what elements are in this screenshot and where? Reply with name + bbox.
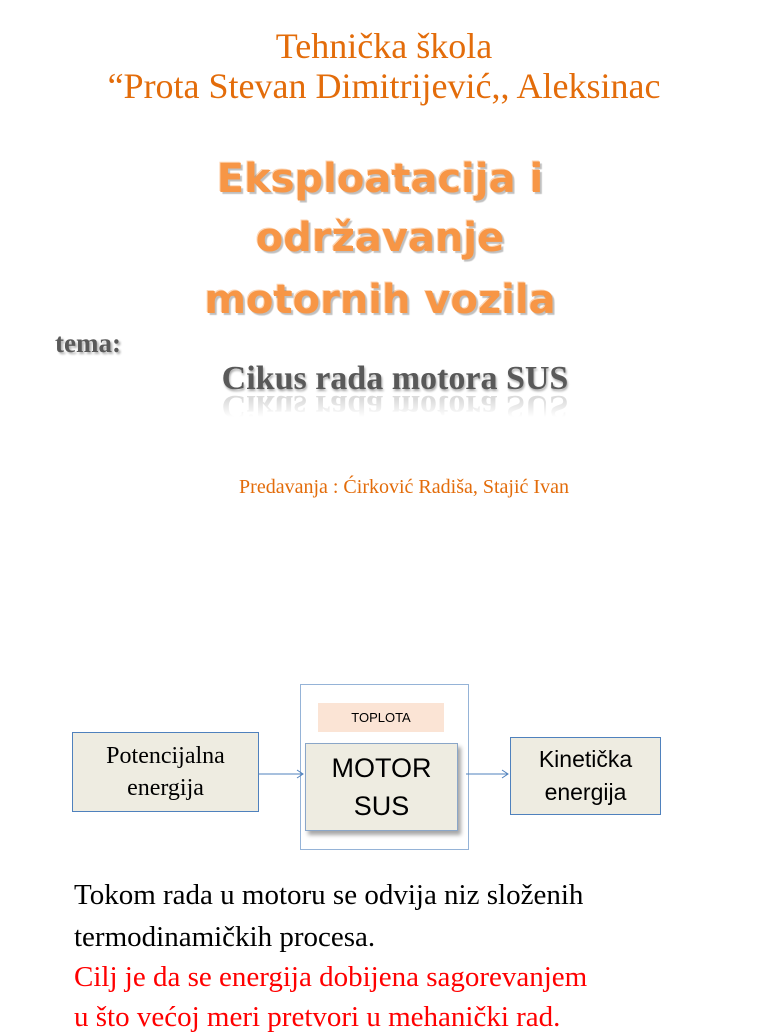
kinetic-energy-box: Kinetička energija xyxy=(510,737,661,815)
body-line-2: termodinamičkih procesa. xyxy=(74,921,376,953)
topic-label: tema: xyxy=(55,328,121,358)
potential-energy-line-1: Potencijalna xyxy=(106,743,225,769)
topic-title-reflection: Cikus rada motora SUS xyxy=(221,388,569,425)
school-full-name: “Prota Stevan Dimitrijević,, Aleksinac xyxy=(107,66,661,106)
heat-label: TOPLOTA xyxy=(318,703,444,732)
topic-title: Cikus rada motora SUS xyxy=(221,360,569,397)
body-line-4: u što većoj meri pretvori u mehanički ra… xyxy=(74,1001,561,1033)
engine-box: MOTOR SUS xyxy=(305,743,458,831)
title-line-2: održavanje xyxy=(255,215,505,261)
body-line-1: Tokom rada u motoru se odvija niz složen… xyxy=(74,879,584,911)
arrow-to-output xyxy=(466,769,509,779)
potential-energy-line-2: energija xyxy=(127,775,204,801)
potential-energy-box: Potencijalna energija xyxy=(72,732,259,812)
kinetic-energy-line-1: Kinetička xyxy=(538,746,633,772)
lecturers-line: Predavanja : Ćirković Radiša, Stajić Iva… xyxy=(239,476,569,498)
kinetic-energy-line-2: energija xyxy=(544,779,627,805)
title-line-3: motornih vozila xyxy=(204,277,556,323)
body-line-3: Cilj je da se energija dobijena sagoreva… xyxy=(74,961,588,993)
heat-frame xyxy=(300,684,469,850)
engine-line-2: SUS xyxy=(353,791,410,821)
title-line-1: Eksploatacija i xyxy=(216,156,544,202)
arrow-to-engine xyxy=(259,769,304,779)
school-name: Tehnička škola xyxy=(275,26,493,66)
engine-line-1: MOTOR xyxy=(331,753,432,783)
